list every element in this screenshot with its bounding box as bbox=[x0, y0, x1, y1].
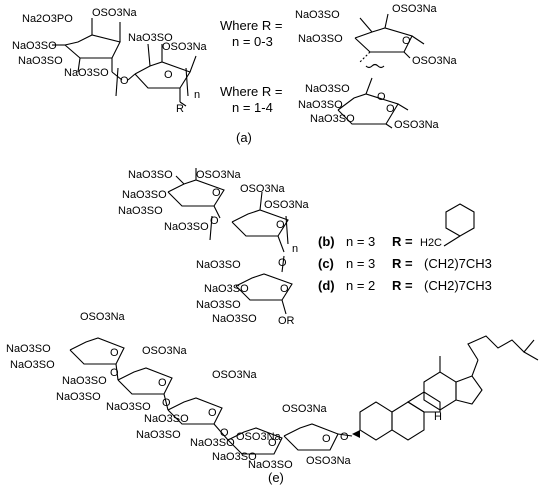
row-c-n: n = 3 bbox=[346, 256, 375, 271]
e-o3: O bbox=[158, 377, 167, 389]
bcd-row-c: (c) n = 3 R = (CH2)7CH3 bbox=[318, 256, 492, 271]
row-c-label: (c) bbox=[318, 256, 334, 271]
panel-a-oso3-top: OSO3Na bbox=[92, 7, 138, 19]
sub2-o2: O bbox=[386, 103, 395, 115]
bcd-g2: OSO3Na bbox=[196, 169, 242, 181]
bcd-g3: NaO3SO bbox=[122, 189, 167, 201]
e-g10: NaO3SO bbox=[136, 429, 181, 441]
row-b-n: n = 3 bbox=[346, 234, 375, 249]
sub2-g2: NaO3SO bbox=[298, 99, 343, 111]
panel-a-where2-line2: n = 1-4 bbox=[232, 100, 273, 115]
e-o5: O bbox=[208, 407, 217, 419]
e-o8: O bbox=[322, 433, 331, 445]
bcd-o1: O bbox=[212, 187, 221, 199]
row-d-n: n = 2 bbox=[346, 278, 375, 293]
panel-a-substituent-1 bbox=[354, 13, 425, 63]
panel-a-where1-line2: n = 0-3 bbox=[232, 34, 273, 49]
panel-a-n: n bbox=[194, 89, 200, 101]
bcd-o2: O bbox=[210, 215, 219, 227]
panel-a-r: R bbox=[176, 103, 184, 115]
row-c-r: R = bbox=[392, 256, 413, 271]
sub1-o: O bbox=[402, 35, 411, 47]
row-b-value: H2C bbox=[420, 237, 442, 249]
panel-a-po3-label: Na2O3PO bbox=[22, 13, 73, 25]
bcd-g7: OSO3Na bbox=[264, 199, 310, 211]
benzene-ring-icon bbox=[445, 203, 475, 237]
sub2-g3: NaO3SO bbox=[310, 113, 355, 125]
bcd-n: n bbox=[292, 243, 298, 255]
row-c-value: (CH2)7CH3 bbox=[424, 256, 492, 271]
sub2-g1: NaO3SO bbox=[305, 83, 350, 95]
e-g5: NaO3SO bbox=[62, 375, 107, 387]
e-h: H bbox=[434, 411, 442, 423]
bcd-or: OR bbox=[278, 315, 295, 327]
panel-bcd-structure bbox=[167, 168, 293, 315]
e-g12: OSO3Na bbox=[282, 403, 328, 415]
panel-a-label-l2: NaO3SO bbox=[18, 55, 63, 67]
e-g8: OSO3Na bbox=[212, 369, 258, 381]
row-d-r: R = bbox=[392, 278, 413, 293]
row-b-r: R = bbox=[392, 234, 413, 249]
e-g16: OSO3Na bbox=[306, 455, 352, 467]
row-d-label: (d) bbox=[318, 278, 335, 293]
bcd-g11: NaO3SO bbox=[212, 313, 257, 325]
e-g7: NaO3SO bbox=[106, 401, 151, 413]
row-d-value: (CH2)7CH3 bbox=[424, 278, 492, 293]
panel-a-label-mid2: OSO3Na bbox=[162, 41, 208, 53]
bcd-g9: NaO3SO bbox=[204, 283, 249, 295]
bcd-o5: O bbox=[280, 283, 289, 295]
bcd-g5: NaO3SO bbox=[164, 221, 209, 233]
panel-a-label-l1: NaO3SO bbox=[12, 40, 57, 52]
e-o7: O bbox=[268, 437, 277, 449]
sub2-o1: O bbox=[377, 91, 386, 103]
panel-a-structure bbox=[52, 18, 197, 107]
e-g14: NaO3SO bbox=[248, 459, 293, 471]
panel-e-label: (e) bbox=[268, 470, 284, 485]
bcd-row-b: (b) n = 3 R = H2C bbox=[318, 203, 475, 249]
e-o6: O bbox=[220, 427, 229, 439]
e-o9: O bbox=[340, 431, 349, 443]
e-g9: NaO3SO bbox=[144, 413, 189, 425]
bcd-g1: NaO3SO bbox=[128, 169, 173, 181]
panel-e-structure bbox=[69, 335, 539, 455]
e-g3: NaO3SO bbox=[10, 359, 55, 371]
panel-a-o1: O bbox=[164, 69, 173, 81]
e-g2: NaO3SO bbox=[6, 343, 51, 355]
e-g4: OSO3Na bbox=[142, 345, 188, 357]
bcd-g8: NaO3SO bbox=[196, 259, 241, 271]
e-g15: OSO3Na bbox=[236, 431, 282, 443]
e-g6: NaO3SO bbox=[56, 391, 101, 403]
e-g11: NaO3SO bbox=[190, 437, 235, 449]
bcd-o3: O bbox=[276, 219, 285, 231]
sub1-g2: OSO3Na bbox=[392, 3, 438, 15]
bcd-o4: O bbox=[278, 257, 287, 269]
panel-a-substituent-2 bbox=[337, 63, 409, 129]
panel-a-where1-line1: Where R = bbox=[220, 18, 283, 33]
bcd-g4: NaO3SO bbox=[118, 205, 163, 217]
bcd-g6: OSO3Na bbox=[240, 183, 286, 195]
e-g13: NaO3SO bbox=[212, 451, 257, 463]
e-o4: O bbox=[162, 397, 171, 409]
row-b-label: (b) bbox=[318, 234, 335, 249]
sub2-g4: OSO3Na bbox=[394, 119, 440, 131]
panel-a-label-mid1: NaO3SO bbox=[128, 32, 173, 44]
sub1-g5: OSO3Na bbox=[412, 55, 458, 67]
sub1-g3: NaO3SO bbox=[298, 33, 343, 45]
bcd-g10: NaO3SO bbox=[196, 299, 241, 311]
e-o2: O bbox=[110, 367, 119, 379]
bcd-row-d: (d) n = 2 R = (CH2)7CH3 bbox=[318, 278, 492, 293]
e-o1: O bbox=[110, 347, 119, 359]
e-g1: OSO3Na bbox=[80, 311, 126, 323]
sub1-g1: NaO3SO bbox=[295, 9, 340, 21]
panel-a-o2: O bbox=[120, 75, 129, 87]
panel-a-label-l3: NaO3SO bbox=[64, 67, 109, 79]
panel-a-where2-line1: Where R = bbox=[220, 84, 283, 99]
panel-a-label: (a) bbox=[236, 130, 252, 145]
